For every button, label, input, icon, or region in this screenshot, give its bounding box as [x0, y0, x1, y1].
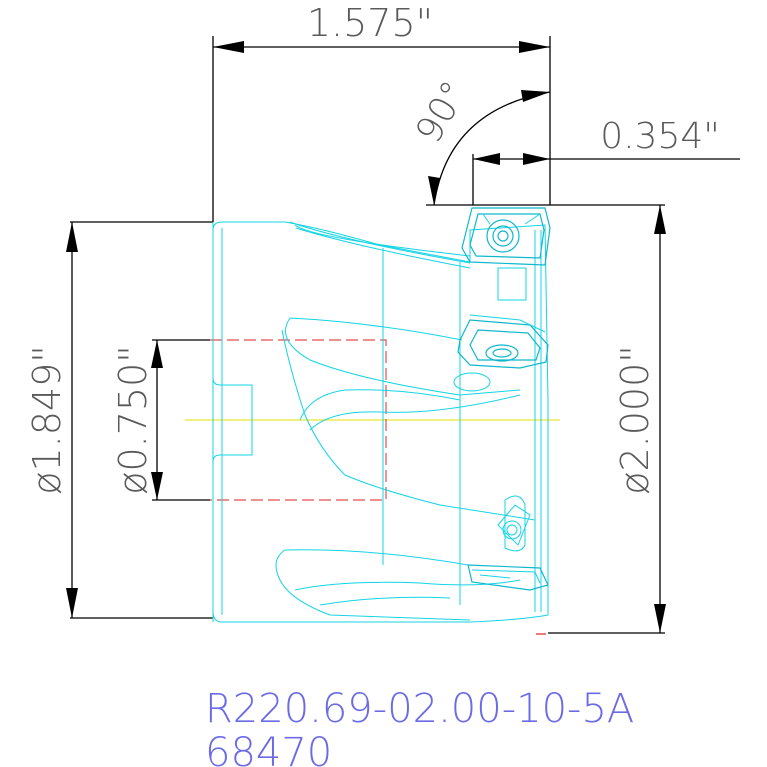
item-number: 68470: [205, 730, 332, 767]
arrow-icon: [473, 153, 500, 165]
dimension-bore-diameter: ø0.750": [111, 339, 210, 501]
arrow-icon: [523, 153, 550, 165]
insert-middle: [457, 314, 549, 369]
dimension-cutting-diameter: ø2.000": [548, 205, 666, 634]
arrow-icon: [521, 90, 550, 102]
arrow-up-icon: [654, 205, 666, 234]
cutting-diameter-label: ø2.000": [613, 345, 657, 495]
part-number: R220.69-02.00-10-5A: [205, 686, 634, 732]
arrow-right-icon: [519, 41, 550, 53]
bore-outline: [210, 339, 387, 501]
depth-label: 0.354": [600, 116, 720, 157]
angle-label: 90°: [408, 74, 475, 150]
arrow-down-icon: [66, 588, 78, 618]
dimension-shank-diameter: ø1.849": [25, 222, 213, 619]
arrow-icon: [428, 176, 440, 205]
arrow-up-icon: [66, 222, 78, 252]
arrow-up-icon: [151, 340, 163, 368]
dimension-depth: 0.354": [472, 116, 740, 205]
shank-diameter-label: ø1.849": [25, 345, 69, 495]
arrow-down-icon: [654, 604, 666, 633]
dimension-overall-length: 1.575": [70, 1, 551, 223]
insert-bottom: [467, 564, 549, 591]
arrow-down-icon: [151, 472, 163, 500]
overall-length-label: 1.575": [307, 1, 433, 45]
dimension-angle: 90°: [408, 74, 551, 206]
bore-diameter-label: ø0.750": [111, 345, 155, 495]
insert-top: [461, 207, 551, 301]
milling-cutter-body: [212, 221, 549, 623]
arrow-left-icon: [213, 41, 244, 53]
